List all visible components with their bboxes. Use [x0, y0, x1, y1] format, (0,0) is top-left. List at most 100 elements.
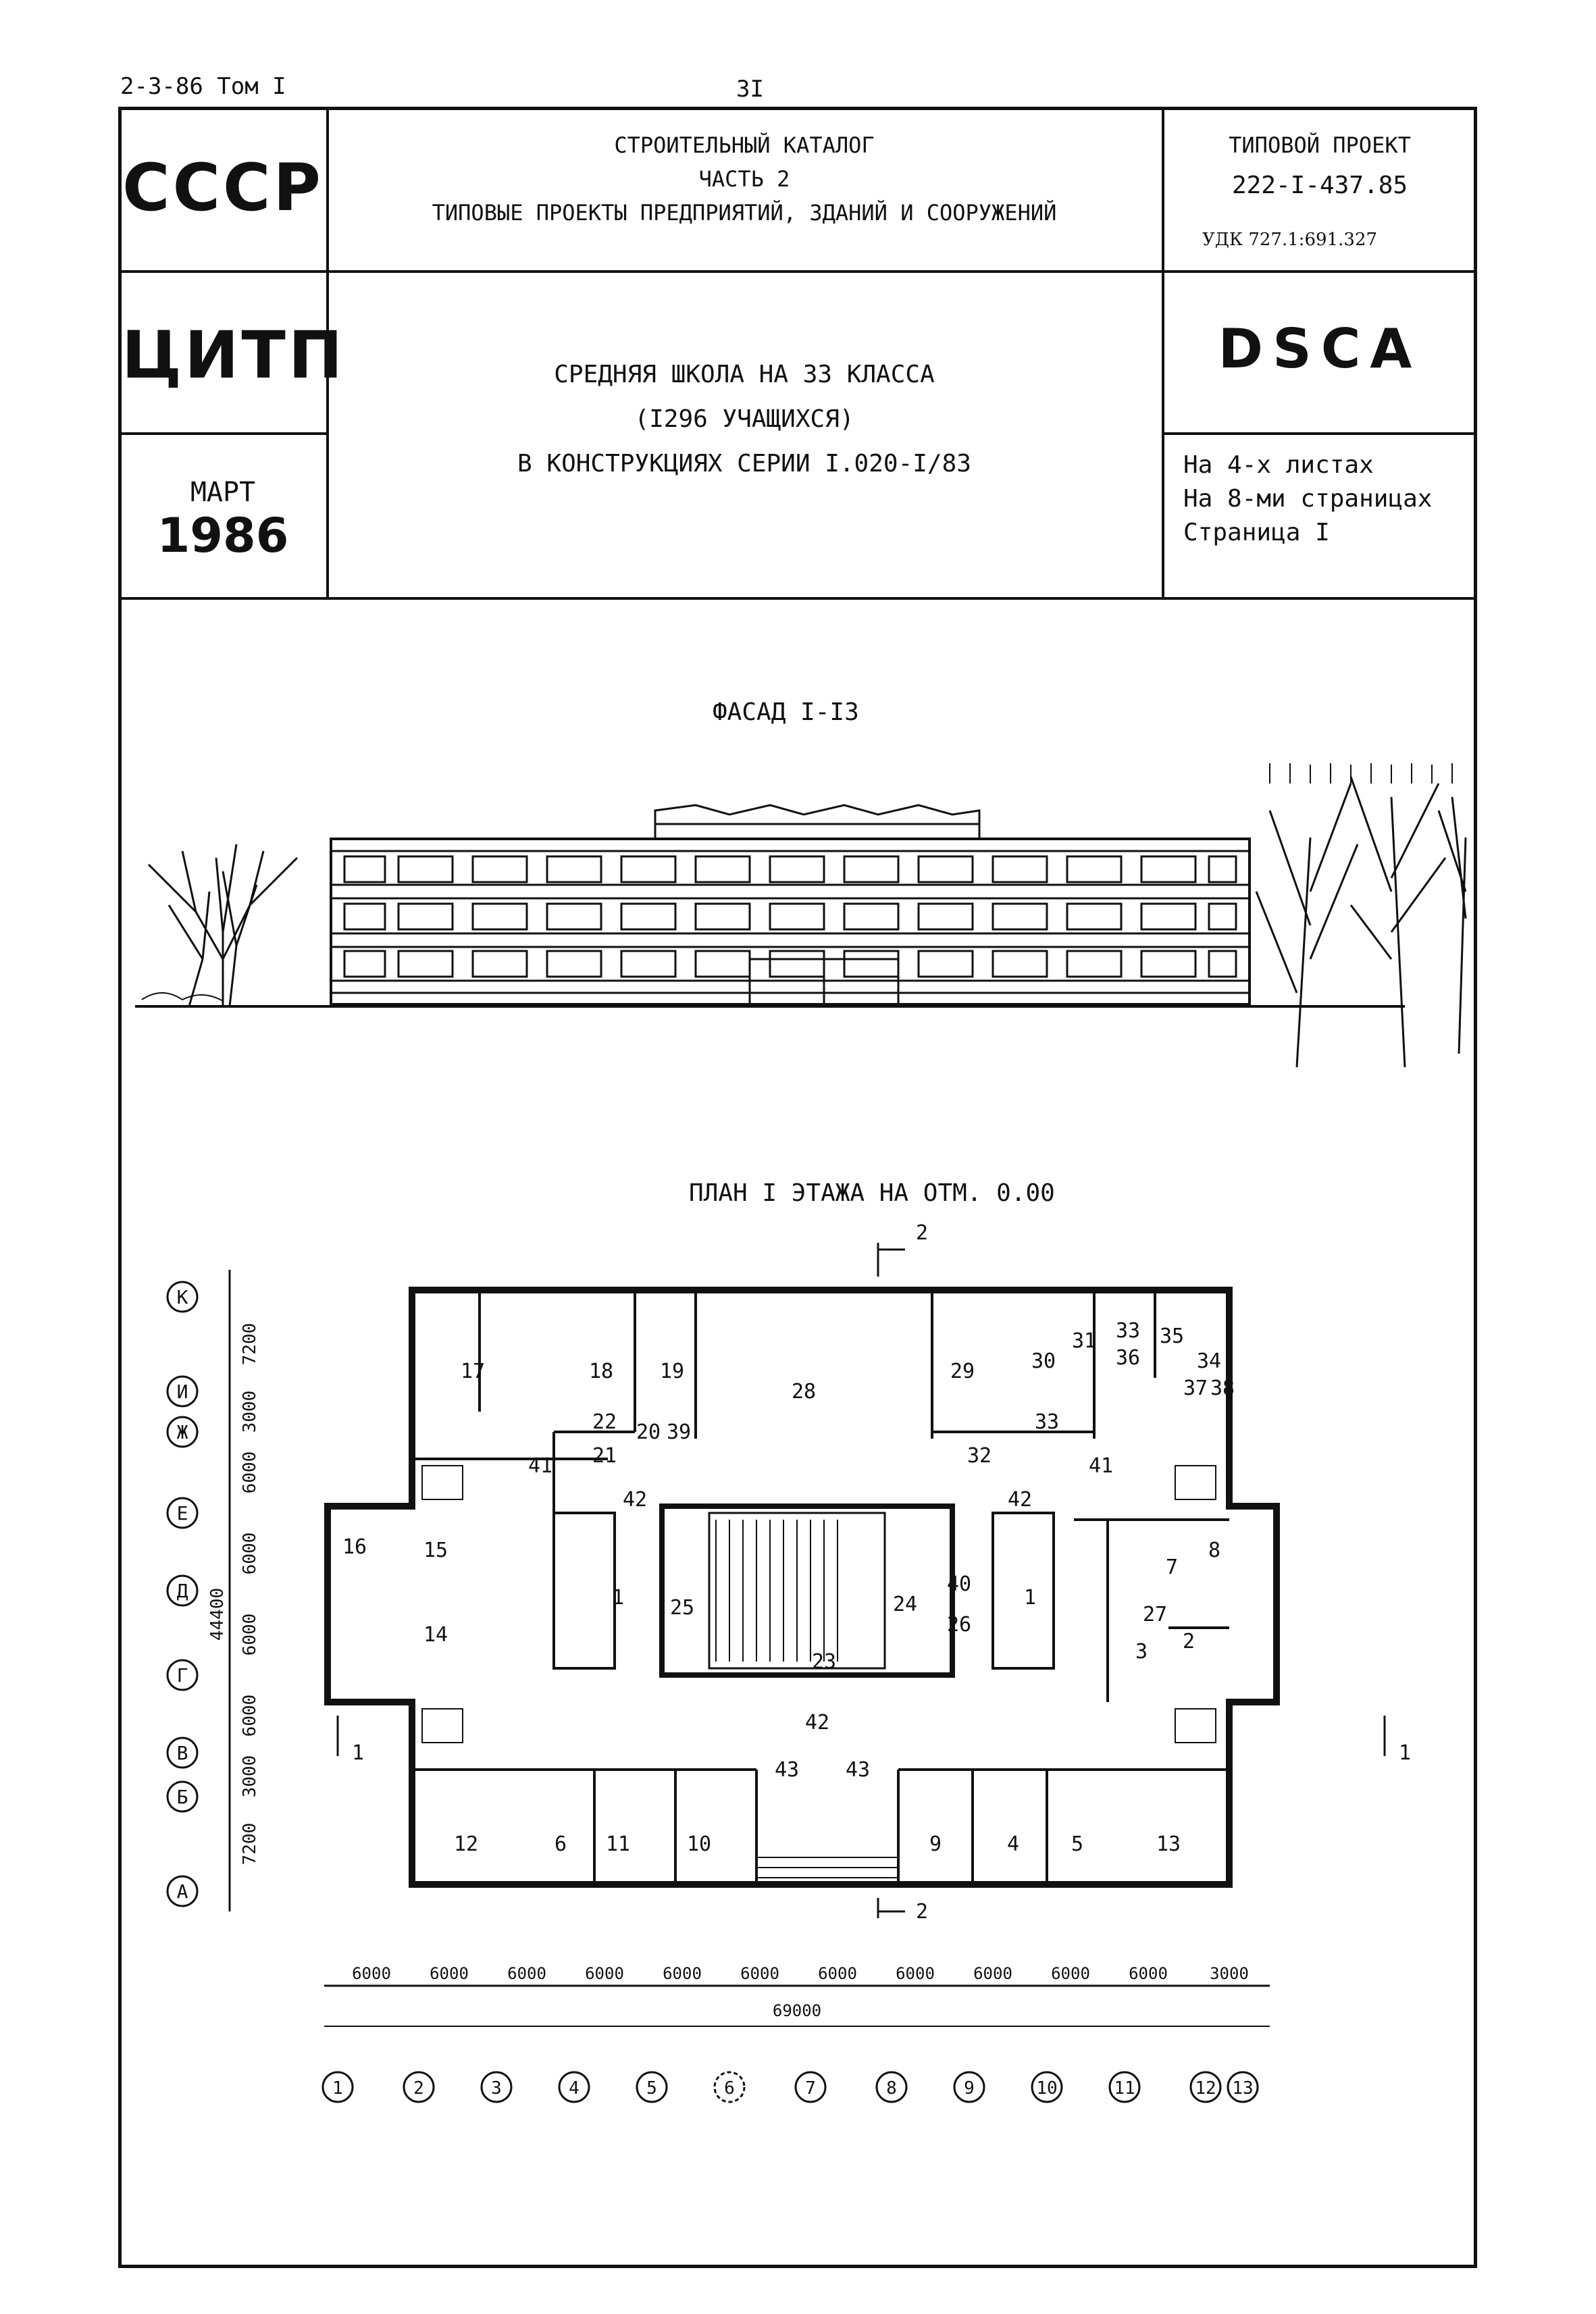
room-28: 28 [792, 1380, 816, 1404]
col-dim-3: 6000 [507, 1964, 546, 1983]
stamp-row-divider [118, 270, 1477, 273]
room-3: 3 [1135, 1640, 1148, 1664]
room-37: 37 [1183, 1377, 1208, 1400]
room-11: 11 [606, 1832, 630, 1856]
room-31: 31 [1072, 1329, 1096, 1353]
axis-row-I: И [177, 1381, 188, 1403]
stamp-divider-right [1162, 107, 1164, 600]
plan-caption: ПЛАН I ЭТАЖА НА ОТМ. 0.00 [689, 1179, 1055, 1207]
axis-col-2: 2 [413, 2078, 424, 2099]
room-25: 25 [670, 1596, 694, 1620]
catalog-line-1: СТРОИТЕЛЬНЫЙ КАТАЛОГ [614, 132, 875, 158]
room-40: 40 [947, 1572, 971, 1596]
room-26: 26 [947, 1613, 971, 1637]
room-42-right: 42 [1008, 1488, 1032, 1512]
room-32: 32 [967, 1444, 992, 1468]
title-line-2: (I296 УЧАЩИХСЯ) [634, 405, 854, 433]
room-7: 7 [1166, 1555, 1178, 1579]
catalog-line-2: ЧАСТЬ 2 [698, 166, 790, 192]
axis-col-9: 9 [964, 2078, 975, 2099]
axis-row-A: А [177, 1880, 188, 1903]
room-2: 2 [1183, 1630, 1195, 1653]
axis-col-10: 10 [1036, 2078, 1057, 2099]
axis-row-B: Б [177, 1786, 188, 1808]
axis-row-D: Д [177, 1580, 188, 1602]
row-dim-1: 7200 [240, 1323, 260, 1366]
row-dim-7: 3000 [240, 1755, 260, 1798]
axis-col-13: 13 [1232, 2078, 1253, 2099]
room-17: 17 [461, 1360, 485, 1383]
room-13: 13 [1156, 1832, 1181, 1856]
room-33b: 33 [1035, 1410, 1059, 1434]
room-21: 21 [592, 1444, 617, 1468]
room-24: 24 [893, 1593, 917, 1616]
catalog-line-3: ТИПОВЫЕ ПРОЕКТЫ ПРЕДПРИЯТИЙ, ЗДАНИЙ И СО… [432, 200, 1057, 226]
room-35: 35 [1160, 1325, 1184, 1348]
sheets-line-3: Страница I [1183, 519, 1330, 546]
tree-icon [1255, 763, 1467, 1068]
axis-row-K: К [177, 1286, 188, 1308]
stamp-org-divider [118, 432, 328, 435]
year-label: 1986 [157, 508, 289, 563]
room-15: 15 [423, 1539, 448, 1562]
page-number: 3I [736, 76, 764, 103]
axis-col-6: 6 [724, 2078, 735, 2099]
room-4: 4 [1007, 1832, 1019, 1856]
title-line-3: В КОНСТРУКЦИЯХ СЕРИИ I.020-I/83 [517, 450, 971, 478]
room-36: 36 [1116, 1346, 1140, 1370]
room-8: 8 [1208, 1539, 1220, 1562]
project-label: ТИПОВОЙ ПРОЕКТ [1229, 132, 1411, 158]
title-line-1: СРЕДНЯЯ ШКОЛА НА 33 КЛАССА [554, 361, 935, 388]
col-dim-1: 6000 [352, 1964, 391, 1983]
room-12: 12 [454, 1832, 478, 1856]
stamp-code-divider [1162, 432, 1477, 435]
room-6: 6 [555, 1832, 567, 1856]
row-dim-total: 44400 [207, 1588, 228, 1641]
col-dim-9: 6000 [973, 1964, 1012, 1983]
udk-code: УДК 727.1:691.327 [1202, 230, 1378, 250]
room-34: 34 [1197, 1349, 1221, 1373]
col-dim-12: 3000 [1210, 1964, 1249, 1983]
room-29: 29 [950, 1360, 975, 1383]
section-mark-left: 1 [352, 1741, 364, 1765]
row-dim-6: 6000 [240, 1695, 260, 1737]
room-10: 10 [687, 1832, 711, 1856]
floor-plan-drawing: 17 18 19 28 29 30 31 33 35 34 36 37 38 2… [166, 1221, 1411, 2103]
col-dim-7: 6000 [818, 1964, 857, 1983]
month-label: МАРТ [190, 477, 256, 508]
col-dim-10: 6000 [1051, 1964, 1090, 1983]
axis-col-4: 4 [569, 2078, 580, 2099]
room-16: 16 [342, 1535, 367, 1559]
room-33: 33 [1116, 1319, 1140, 1343]
axis-col-8: 8 [886, 2078, 897, 2099]
axis-col-3: 3 [491, 2078, 502, 2099]
room-43-right: 43 [846, 1758, 870, 1782]
row-dim-3: 6000 [240, 1451, 260, 1494]
col-dim-4: 6000 [585, 1964, 624, 1983]
room-42-center: 42 [805, 1711, 829, 1734]
room-1-right: 1 [1024, 1586, 1036, 1610]
room-18: 18 [589, 1360, 613, 1383]
drawing-frame [118, 107, 1477, 2268]
section-mark-top: 2 [916, 1221, 928, 1245]
room-38: 38 [1210, 1377, 1235, 1400]
organization-label: ЦИТП [122, 317, 346, 393]
col-dim-2: 6000 [430, 1964, 469, 1983]
axis-col-7: 7 [805, 2078, 816, 2099]
room-5: 5 [1071, 1832, 1083, 1856]
room-14: 14 [423, 1623, 448, 1647]
room-41-left: 41 [528, 1454, 552, 1478]
facade-caption: ФАСАД I-I3 [713, 698, 859, 726]
col-dim-11: 6000 [1129, 1964, 1168, 1983]
axis-row-G: Г [177, 1664, 188, 1687]
axis-row-V: В [177, 1742, 188, 1764]
row-dim-5: 6000 [240, 1614, 260, 1656]
tree-icon [147, 844, 299, 1007]
room-42-left: 42 [623, 1488, 647, 1512]
col-dim-8: 6000 [896, 1964, 935, 1983]
col-dim-total: 69000 [773, 2001, 821, 2020]
room-1-left: 1 [612, 1586, 624, 1610]
axis-col-1: 1 [332, 2078, 343, 2099]
room-27: 27 [1143, 1603, 1167, 1626]
room-39: 39 [667, 1420, 691, 1444]
